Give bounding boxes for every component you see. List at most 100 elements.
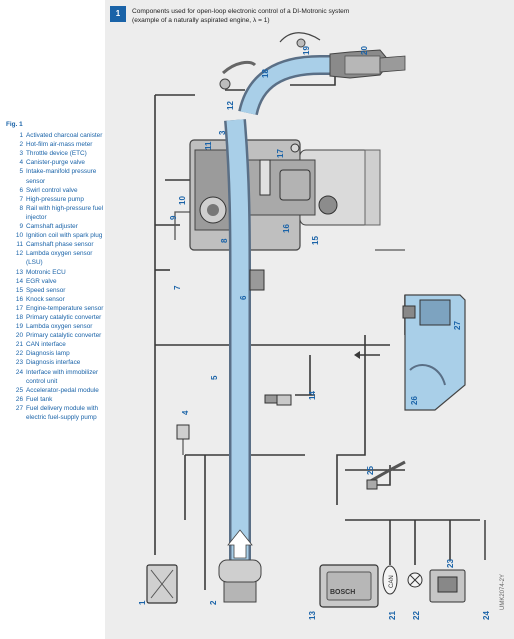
figure-number-badge: 1 bbox=[110, 6, 126, 22]
svg-text:4: 4 bbox=[181, 410, 190, 415]
legend-item-number: 14 bbox=[15, 277, 23, 285]
legend-item-number: 5 bbox=[19, 168, 23, 176]
svg-text:1: 1 bbox=[138, 600, 147, 605]
svg-text:5: 5 bbox=[210, 375, 219, 380]
figure-title: Components used for open-loop electronic… bbox=[132, 8, 349, 25]
legend-item-number: 18 bbox=[15, 313, 23, 321]
legend-item-number: 11 bbox=[16, 241, 23, 249]
legend-item-number: 1 bbox=[19, 132, 23, 140]
legend-item-number: 24 bbox=[15, 368, 23, 376]
legend-item-text: Fuel delivery module with electric fuel-… bbox=[26, 404, 99, 421]
legend-item-number: 22 bbox=[15, 350, 23, 358]
legend-item-text: Ignition coil with spark plug bbox=[26, 232, 103, 240]
legend-item-text: Canister-purge valve bbox=[26, 159, 85, 167]
svg-text:3: 3 bbox=[218, 130, 227, 135]
svg-text:24: 24 bbox=[482, 611, 491, 620]
legend-item-text: Diagnosis interface bbox=[26, 359, 81, 367]
legend-item-text: Engine-temperature sensor bbox=[26, 304, 104, 312]
can-interface-text: CAN bbox=[389, 575, 395, 588]
legend-item-number: 4 bbox=[19, 159, 23, 167]
legend-item-text: High-pressure pump bbox=[26, 195, 84, 203]
svg-text:9: 9 bbox=[169, 215, 178, 220]
svg-text:22: 22 bbox=[412, 611, 421, 620]
legend-item-text: Camshaft phase sensor bbox=[26, 241, 94, 249]
svg-text:18: 18 bbox=[261, 69, 270, 78]
legend-item-number: 20 bbox=[15, 332, 23, 340]
svg-text:11: 11 bbox=[204, 141, 213, 150]
canister-purge-valve bbox=[176, 424, 190, 455]
legend-item-number: 23 bbox=[15, 359, 23, 367]
svg-text:19: 19 bbox=[302, 46, 311, 55]
motronic-ecu: BOSCH bbox=[319, 564, 379, 608]
svg-text:26: 26 bbox=[410, 396, 419, 405]
legend-item-number: 19 bbox=[15, 323, 23, 331]
legend-item-text: Motronic ECU bbox=[26, 268, 66, 276]
legend-item-number: 8 bbox=[19, 204, 23, 212]
figure-header: 1 Components used for open-loop electron… bbox=[105, 6, 514, 30]
diagram-panel: 1 Components used for open-loop electron… bbox=[105, 0, 514, 639]
legend-item-text: Swirl control valve bbox=[26, 186, 78, 194]
legend-item-text: Interface with immobilizer control unit bbox=[26, 368, 99, 385]
egr-valve bbox=[276, 394, 292, 406]
legend-item-number: 21 bbox=[15, 341, 23, 349]
legend-item-text: Diagnosis lamp bbox=[26, 350, 70, 358]
legend-item-text: Speed sensor bbox=[26, 286, 66, 294]
svg-text:12: 12 bbox=[226, 101, 235, 110]
legend-item-text: EGR valve bbox=[26, 277, 57, 285]
legend-item-text: Lambda oxygen sensor (LSU) bbox=[26, 250, 93, 267]
component-callouts: 1 2 3 4 5 6 7 8 9 10 11 12 13 14 15 16 1… bbox=[138, 46, 491, 620]
legend-item-number: 26 bbox=[15, 395, 23, 403]
legend-item-text: Primary catalytic converter bbox=[26, 332, 102, 340]
legend-item-number: 16 bbox=[15, 295, 23, 303]
legend-item-text: Intake-manifold pressure sensor bbox=[26, 168, 97, 185]
svg-text:27: 27 bbox=[453, 321, 462, 330]
legend-item-number: 13 bbox=[15, 268, 23, 276]
figure-title-line-2: (example of a naturally aspirated engine… bbox=[132, 16, 270, 24]
fuel-tank-module bbox=[402, 294, 466, 411]
legend-item-text: Hot-film air-mass meter bbox=[26, 141, 93, 149]
legend-item-number: 12 bbox=[15, 250, 23, 258]
legend-item-text: Fuel tank bbox=[26, 395, 53, 403]
ecu-brand-text: BOSCH bbox=[330, 589, 355, 596]
exhaust-system bbox=[219, 32, 406, 116]
legend-item-number: 25 bbox=[15, 386, 23, 394]
legend-item-number: 2 bbox=[19, 141, 23, 149]
legend-item-number: 15 bbox=[15, 286, 23, 294]
svg-text:6: 6 bbox=[239, 295, 248, 300]
svg-text:16: 16 bbox=[282, 224, 291, 233]
svg-text:14: 14 bbox=[308, 391, 317, 400]
legend-item-text: Camshaft adjuster bbox=[26, 223, 78, 231]
legend-item-number: 7 bbox=[19, 195, 23, 203]
svg-text:15: 15 bbox=[311, 236, 320, 245]
figure-watermark: UMK2074-2Y bbox=[500, 574, 506, 610]
accelerator-pedal bbox=[366, 460, 406, 490]
legend-item-text: CAN interface bbox=[26, 341, 66, 349]
legend-item-text: Primary catalytic converter bbox=[26, 313, 102, 321]
svg-text:10: 10 bbox=[178, 196, 187, 205]
svg-text:7: 7 bbox=[173, 285, 182, 290]
svg-text:21: 21 bbox=[388, 611, 397, 620]
